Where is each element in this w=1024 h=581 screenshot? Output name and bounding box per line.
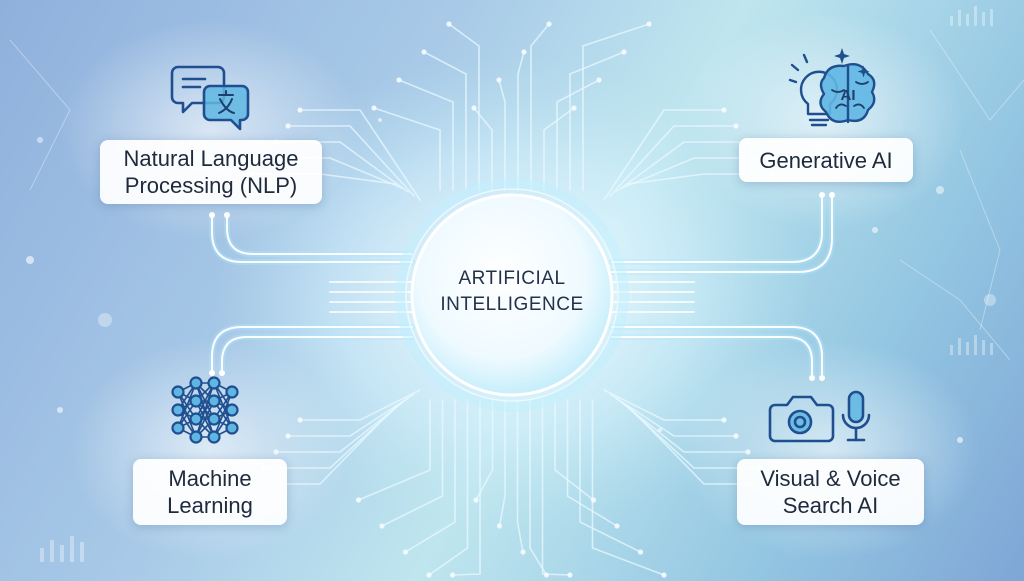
network-lines — [9, 29, 1024, 361]
node-nlp-line2: Processing (NLP) — [124, 173, 298, 198]
node-generative-ai-label: Generative AI — [759, 147, 893, 173]
camera-icon — [768, 395, 835, 443]
node-machine-learning: Machine Learning — [133, 459, 287, 525]
node-generative-ai: Generative AI — [739, 138, 913, 182]
core-circle — [395, 178, 629, 412]
ai-brain-icon — [788, 48, 876, 127]
node-visual-voice-line1: Visual & Voice — [760, 466, 901, 491]
circuit-traces — [251, 23, 773, 576]
core-label-line2: INTELLIGENCE — [440, 294, 584, 315]
bokeh-dots — [26, 118, 996, 443]
node-ml-line1: Machine — [168, 466, 252, 491]
node-nlp-line1: Natural Language — [123, 146, 299, 171]
ai-icon-text: AI — [841, 87, 856, 104]
connector-lines — [209, 192, 835, 381]
core-label: ARTIFICIAL INTELLIGENCE — [420, 262, 604, 322]
microphone-icon — [841, 390, 871, 442]
decor-bars — [40, 6, 993, 562]
node-visual-voice-line2: Search AI — [782, 493, 879, 518]
core-label-line1: ARTIFICIAL — [458, 268, 566, 289]
node-ml-line2: Learning — [167, 493, 253, 518]
chat-translate-icon — [170, 65, 250, 131]
node-visual-voice-search: Visual & Voice Search AI — [737, 459, 924, 525]
node-nlp: Natural Language Processing (NLP) — [100, 140, 322, 204]
neural-network-icon — [171, 376, 239, 444]
